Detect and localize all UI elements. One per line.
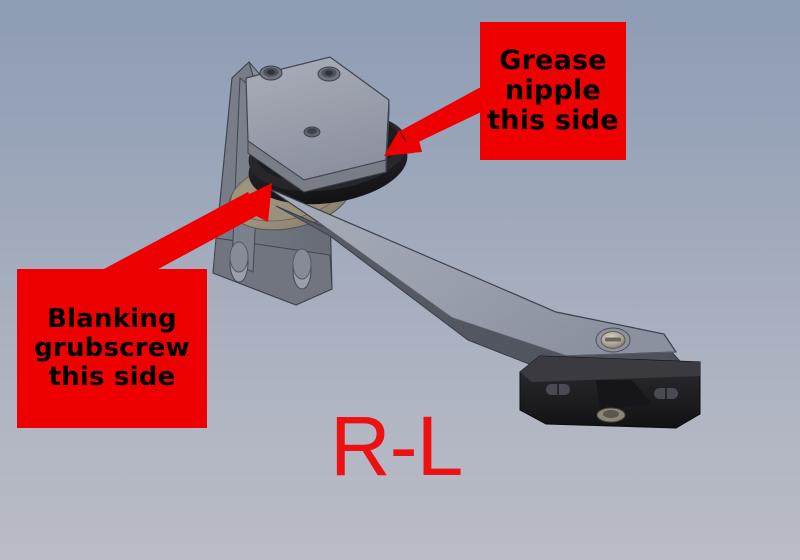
part-marking-label: R-L [330, 399, 463, 493]
plate-slot-holes [229, 241, 312, 290]
cap-screw-icon [259, 65, 283, 81]
callout-line: grubscrew [34, 332, 190, 363]
grease-nipple-arrow [384, 88, 502, 156]
end-block-centre-screw [596, 407, 626, 423]
end-block-slot [654, 388, 678, 399]
arm-countersunk-screw [595, 327, 631, 353]
top-clamp-block [245, 56, 390, 193]
tapered-arm [267, 187, 691, 393]
cap-screw-icon [317, 66, 341, 82]
callout-line: Blanking [47, 303, 177, 334]
end-block-rubber [519, 355, 701, 429]
end-block-slot [546, 384, 570, 395]
callout-blanking-grubscrew: Blanking grubscrew this side [17, 269, 207, 428]
callout-line: nipple [505, 74, 601, 106]
grease-nipple-port [303, 126, 321, 138]
callout-grease-nipple: Grease nipple this side [480, 22, 626, 160]
callout-line: Grease [499, 44, 607, 76]
callout-line: this side [487, 105, 619, 137]
callout-line: this side [48, 362, 176, 393]
